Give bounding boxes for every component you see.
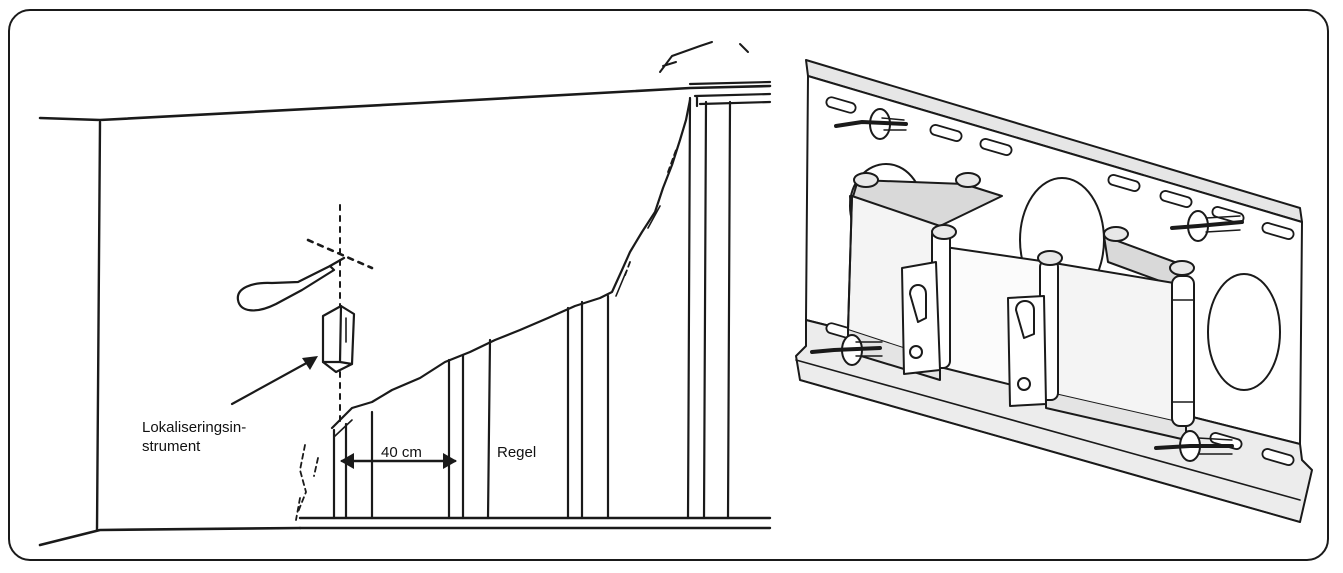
- stud-finder-icon: [321, 304, 356, 374]
- screwdriver-icon: [236, 256, 346, 312]
- stud-spacing-arrow: [340, 453, 457, 469]
- floor-line: [38, 526, 302, 547]
- wall-corner: [95, 120, 102, 532]
- stud-3: [447, 353, 465, 520]
- wall-scene: [38, 41, 772, 547]
- stud-5: [566, 300, 584, 520]
- torn-drywall-edge-inner: [334, 205, 661, 437]
- stud-8: [726, 100, 732, 520]
- stud-label: Regel: [497, 444, 537, 461]
- pivot-bolts: [853, 172, 1195, 276]
- studs: [332, 96, 732, 520]
- keyhole-slot-right: [1015, 300, 1035, 339]
- stud-1: [332, 422, 348, 520]
- locator-pointer-arrow: [230, 356, 318, 406]
- torn-drywall-edge: [330, 98, 692, 430]
- stud-spacing-label: 40 cm: [381, 444, 422, 461]
- drywall-crumble: [295, 149, 677, 521]
- ceiling-break: [659, 41, 749, 73]
- wall-bracket-icon: [795, 59, 1313, 523]
- top-plate: [688, 80, 772, 108]
- screw-icon: [810, 108, 1244, 462]
- crosshair-mark: [306, 204, 374, 426]
- stud-4: [486, 338, 492, 520]
- plate-hole-right: [1207, 273, 1281, 391]
- ceiling-line: [38, 84, 772, 122]
- stud-finder-label: Lokaliseringsin- strument: [142, 418, 246, 456]
- stud-finder-label-line1: Lokaliseringsin-: [142, 419, 247, 436]
- stud-finder-label-line2: strument: [142, 438, 201, 455]
- stud-7: [686, 96, 708, 520]
- keyhole-bracket-right: [1007, 295, 1047, 407]
- keyhole-slot-left: [909, 284, 927, 323]
- bottom-plate: [298, 516, 772, 530]
